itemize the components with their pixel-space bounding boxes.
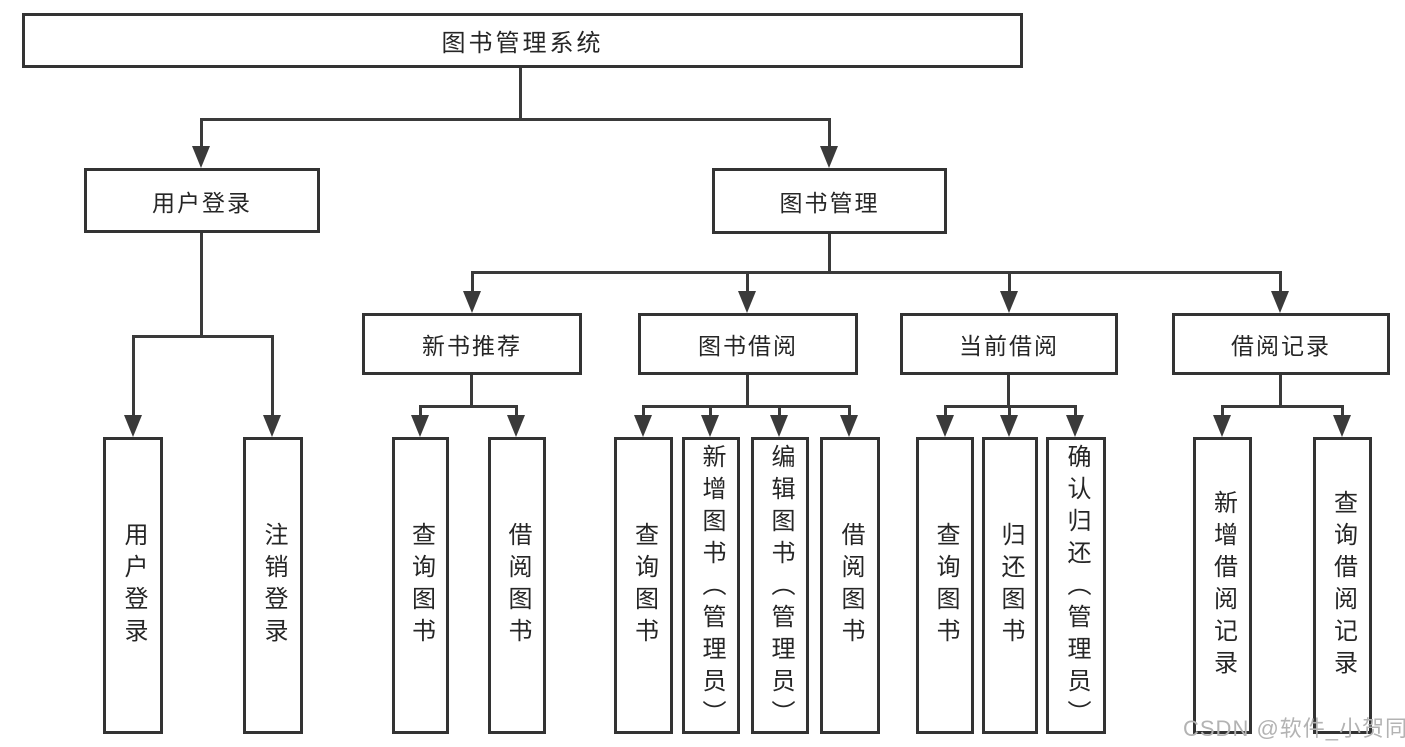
node-query-borrowing-record: 查询借阅记录: [1313, 437, 1372, 734]
arrow-down-icon: [1213, 415, 1231, 437]
node-new-book-recommendation: 新书推荐: [362, 313, 582, 375]
node-query-books: 查询图书: [916, 437, 974, 734]
connector-stem: [746, 375, 749, 407]
arrow-down-icon: [634, 415, 652, 437]
arrow-down-icon: [1000, 415, 1018, 437]
arrow-down-icon: [1271, 291, 1289, 313]
connector-drop: [1279, 271, 1282, 293]
arrow-down-icon: [820, 146, 838, 168]
node-return-books: 归还图书: [982, 437, 1038, 734]
connector-drop: [709, 405, 712, 419]
arrow-down-icon: [1066, 415, 1084, 437]
connector-level2-rail: [200, 118, 831, 121]
node-current-borrowing: 当前借阅: [900, 313, 1118, 375]
connector-drop: [271, 335, 274, 417]
node-borrow-books: 借阅图书: [488, 437, 546, 734]
node-query-books: 查询图书: [614, 437, 673, 734]
connector-stem: [200, 233, 203, 337]
node-confirm-return-admin: 确认归还（管理员）: [1046, 437, 1106, 734]
node-user-login-leaf: 用户登录: [103, 437, 163, 734]
connector-drop: [642, 405, 645, 419]
arrow-down-icon: [124, 415, 142, 437]
connector-rail: [1221, 405, 1344, 408]
connector-drop: [1221, 405, 1224, 419]
arrow-down-icon: [701, 415, 719, 437]
node-user-login: 用户登录: [84, 168, 320, 233]
arrow-down-icon: [936, 415, 954, 437]
node-logout: 注销登录: [243, 437, 303, 734]
connector-root-stem: [519, 68, 522, 120]
arrow-down-icon: [263, 415, 281, 437]
connector-stem: [470, 375, 473, 407]
arrow-down-icon: [770, 415, 788, 437]
csdn-watermark: CSDN @软件_小贺同学: [1183, 716, 1405, 741]
connector-drop: [1008, 271, 1011, 293]
connector-drop: [200, 118, 203, 148]
connector-drop: [419, 405, 422, 419]
arrow-down-icon: [463, 291, 481, 313]
arrow-down-icon: [840, 415, 858, 437]
connector-rail: [419, 405, 518, 408]
arrow-down-icon: [192, 146, 210, 168]
connector-drop: [778, 405, 781, 419]
connector-drop: [132, 335, 135, 417]
arrow-down-icon: [411, 415, 429, 437]
node-add-books-admin: 新增图书（管理员）: [682, 437, 740, 734]
node-borrow-books: 借阅图书: [820, 437, 880, 734]
node-borrowing-records: 借阅记录: [1172, 313, 1390, 375]
connector-drop: [944, 405, 947, 419]
node-book-borrowing: 图书借阅: [638, 313, 858, 375]
connector-stem: [1279, 375, 1282, 407]
connector-drop: [1341, 405, 1344, 419]
connector-stem: [828, 234, 831, 273]
arrow-down-icon: [1333, 415, 1351, 437]
connector-drop: [1074, 405, 1077, 419]
connector-drop: [746, 271, 749, 293]
node-edit-books-admin: 编辑图书（管理员）: [751, 437, 809, 734]
node-book-management: 图书管理: [712, 168, 947, 234]
connector-drop: [1008, 405, 1011, 419]
connector-drop: [848, 405, 851, 419]
connector-drop: [515, 405, 518, 419]
arrow-down-icon: [738, 291, 756, 313]
connector-level3-rail: [471, 271, 1282, 274]
arrow-down-icon: [507, 415, 525, 437]
connector-rail: [132, 335, 274, 338]
node-query-books: 查询图书: [392, 437, 449, 734]
node-library-management-system: 图书管理系统: [22, 13, 1023, 68]
arrow-down-icon: [1000, 291, 1018, 313]
connector-drop: [828, 118, 831, 148]
connector-rail: [642, 405, 851, 408]
connector-stem: [1007, 375, 1010, 407]
node-add-borrowing-record: 新增借阅记录: [1193, 437, 1252, 734]
connector-drop: [471, 271, 474, 293]
